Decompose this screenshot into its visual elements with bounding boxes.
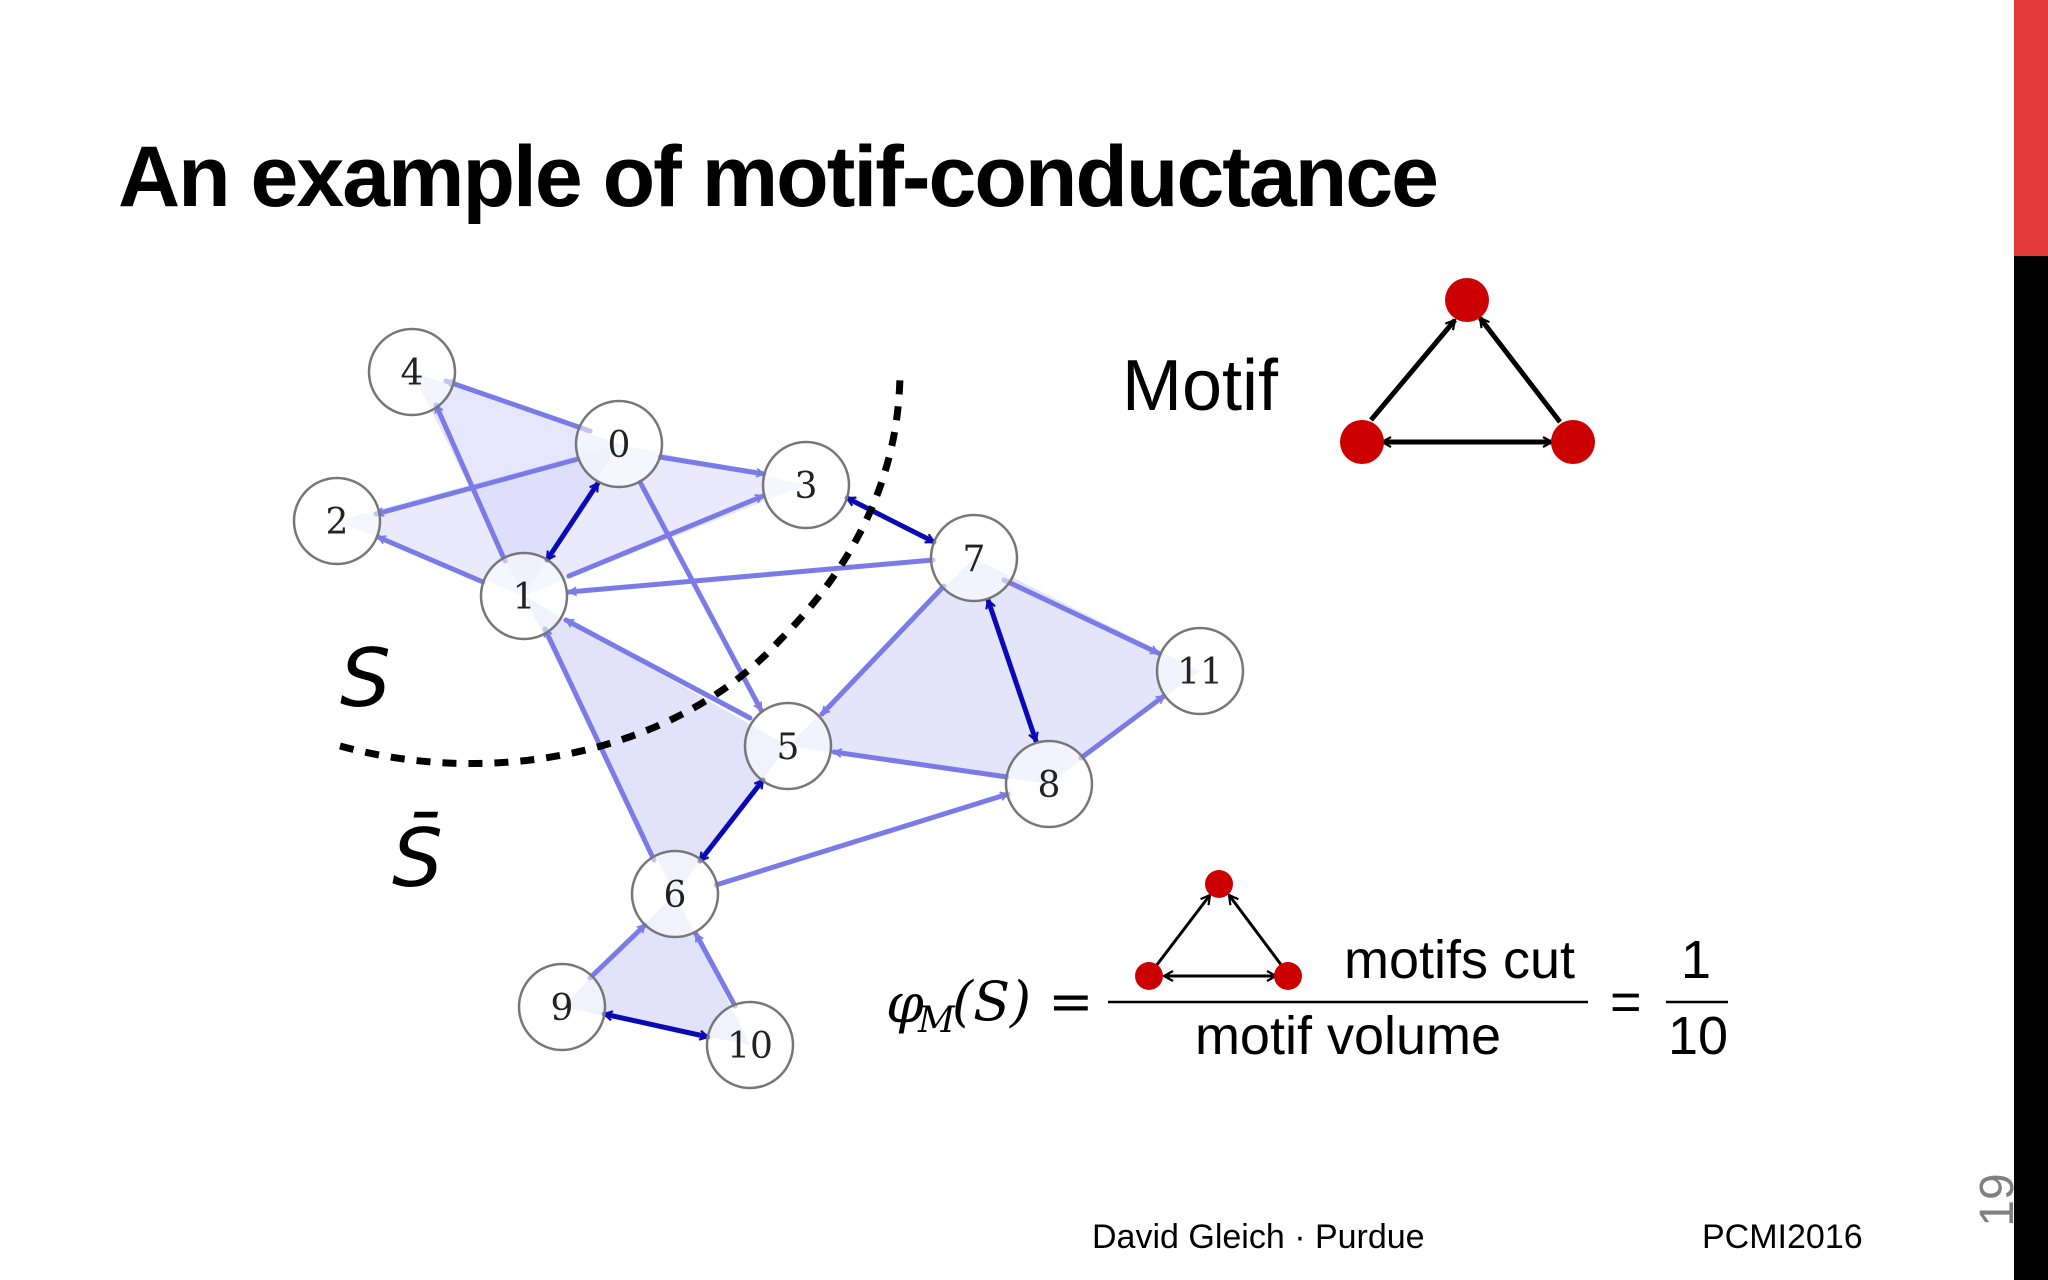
node-label-3: 3 [795,466,818,507]
set-s-label: S [340,632,391,725]
formula-motif-node [1135,962,1163,990]
motif-icon-node [1445,278,1489,322]
node-label-9: 9 [551,988,574,1029]
formula-motif-icon [1135,870,1302,990]
page-number: 19 [1971,1173,2024,1227]
graph-edges [373,378,1167,1009]
formula-subscript: M [917,1000,956,1041]
motif-icon-edge [1369,320,1457,422]
node-label-11: 11 [1177,652,1223,693]
result-numerator: 1 [1681,930,1711,990]
edge-8-5 [831,752,1010,780]
graph-nodes: 0 1 2 3 4 5 6 7 8 9 10 11 [292,327,1245,1090]
node-label-1: 1 [513,577,536,618]
motif-label: Motif [1122,346,1279,426]
edge-6-8 [713,794,1011,888]
formula-motif-node [1205,870,1233,898]
motif-icon-node [1340,420,1384,464]
node-circle [292,476,382,566]
motif-icon-edge [1478,318,1562,424]
formula-phi: φ [886,972,924,1035]
edge-10-6 [693,931,738,1009]
bidirectional-edges [544,480,1036,1037]
motif-icon-node [1551,420,1595,464]
node-circle [479,551,569,641]
motif-triangle [562,894,750,1045]
node-circle [367,327,457,417]
edge-0-2 [373,456,581,514]
node-circle [743,701,833,791]
formula-motif-edge [1229,895,1284,967]
edge-0-1 [544,480,601,563]
edge-1-3 [566,493,766,579]
footer-conference: PCMI2016 [1702,1218,1863,1256]
node-label-8: 8 [1038,765,1061,806]
node-label-4: 4 [401,353,424,394]
motif-triangle [788,558,1049,784]
edge-5-1 [563,617,753,721]
edge-7-8 [988,597,1036,744]
node-circle [705,1000,795,1090]
formula-equals: = [1610,972,1642,1032]
edge-8-11 [1078,693,1167,761]
node-circle [929,513,1019,603]
edge-0-3 [657,454,767,474]
formula-argument: (S) = [952,970,1094,1033]
node-label-0: 0 [608,425,631,466]
conductance-formula: φ M (S) = motifs cut motif volume = 1 10 [886,870,1728,1066]
node-label-6: 6 [664,875,687,916]
edge-9-6 [587,922,648,981]
node-circle [574,399,664,489]
node-circle [761,440,851,530]
node-label-10: 10 [727,1026,773,1067]
node-circle [517,962,607,1052]
edge-7-11 [1001,577,1161,656]
formula-motif-edge [1154,895,1210,967]
edge-0-4 [443,378,593,434]
edge-9-10 [601,1014,711,1037]
edge-1-2 [375,534,486,585]
node-label-7: 7 [963,539,986,580]
edge-5-6 [697,777,766,864]
edge-3-7 [844,495,937,545]
node-circle [630,849,720,939]
slide-title: An example of motif-conductance [118,129,1439,225]
accent-bar-black [2014,256,2048,1280]
edge-7-1 [566,557,936,592]
edge-1-4 [433,402,508,564]
cut-boundary [339,369,904,768]
footer-author: David Gleich · Purdue [1092,1218,1425,1256]
result-denominator: 10 [1668,1006,1728,1066]
motif-icon [1340,278,1595,464]
formula-denominator: motif volume [1195,1006,1501,1066]
accent-bar-red [2014,0,2048,256]
edge-7-5 [819,583,947,717]
node-label-5: 5 [777,727,800,768]
set-complement-label: S̄ [392,811,443,905]
formula-numerator: motifs cut [1344,930,1575,990]
node-circle [1155,626,1245,716]
node-circle [1004,739,1094,829]
node-label-2: 2 [326,502,349,543]
formula-motif-node [1274,962,1302,990]
